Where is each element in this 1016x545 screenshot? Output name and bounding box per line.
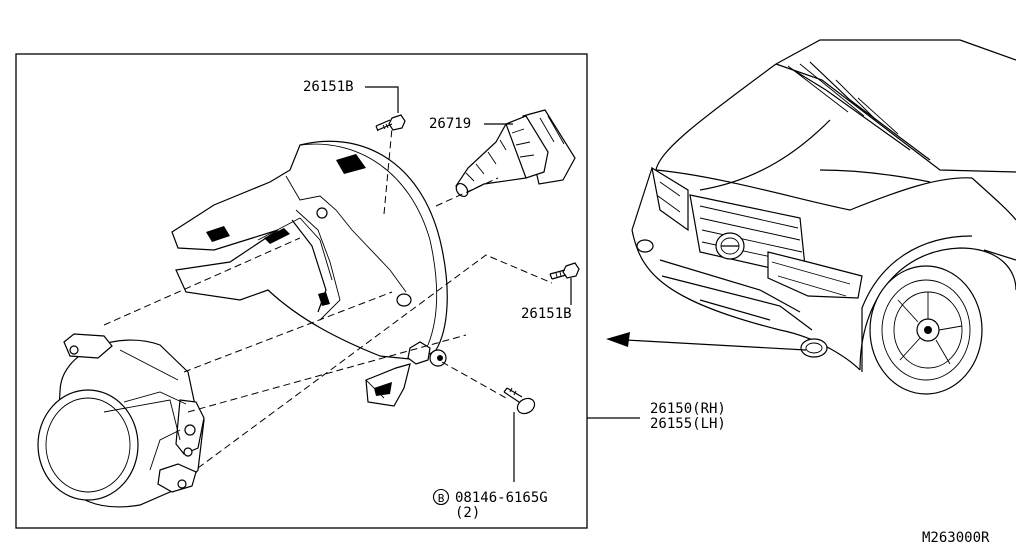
label-lamp-lh: 26155(LH)	[650, 416, 726, 432]
leader-retainer-screw-top	[365, 86, 399, 113]
bulb	[455, 109, 576, 198]
exploded-view-frame	[15, 53, 588, 529]
mounting-bolt	[503, 387, 536, 415]
label-retainer-screw-side: 26151B	[521, 306, 572, 322]
label-retainer-screw-top: 26151B	[303, 79, 354, 95]
fog-lamp-unit	[37, 333, 205, 508]
label-bulb: 26719	[429, 116, 471, 132]
retainer-screw-top	[375, 114, 406, 132]
vehicle-front-illustration	[631, 39, 1016, 395]
label-bolt-qty: (2)	[455, 505, 480, 521]
bolt-code-symbol: B	[432, 488, 450, 506]
figure-code: M263000R	[922, 530, 990, 545]
label-bolt: 08146-6165G	[455, 490, 548, 506]
label-lamp-rh: 26150(RH)	[650, 401, 726, 417]
svg-text:B: B	[438, 492, 445, 505]
retainer-screw-side	[549, 262, 580, 280]
mounting-bracket	[171, 140, 448, 407]
location-arrow	[606, 332, 807, 351]
fog-lamp-location-marker	[800, 338, 828, 358]
alignment-lines	[103, 127, 553, 469]
